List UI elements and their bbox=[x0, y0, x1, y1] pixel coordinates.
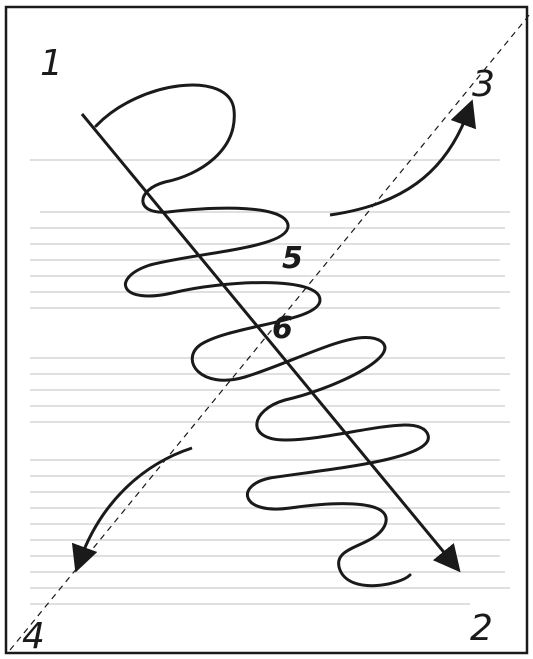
corner-label-2: 2 bbox=[470, 608, 493, 649]
corner-label-4: 4 bbox=[22, 616, 45, 657]
center-label-6: 6 bbox=[272, 311, 293, 346]
center-label-5: 5 bbox=[282, 241, 303, 276]
corner-label-1: 1 bbox=[40, 43, 63, 84]
dashed-diagonal-line bbox=[10, 14, 530, 650]
corner-label-3: 3 bbox=[472, 64, 495, 105]
arrow-to-corner-3 bbox=[330, 112, 468, 215]
